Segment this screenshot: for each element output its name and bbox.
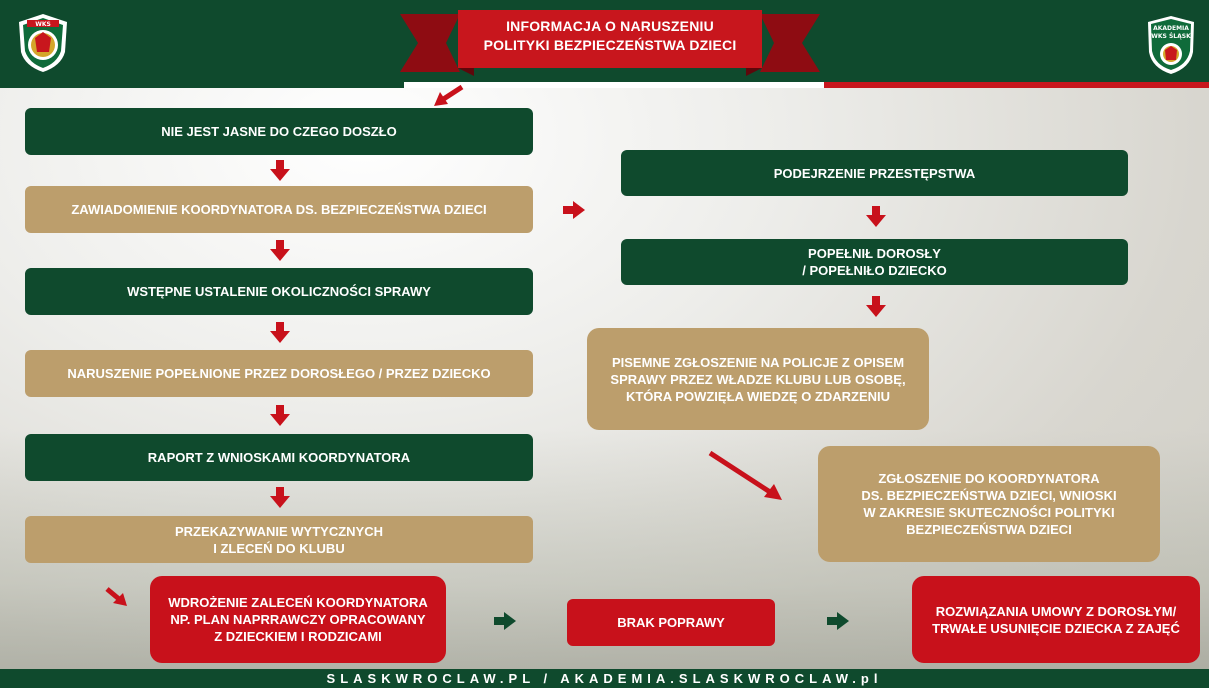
arrow-down-icon xyxy=(270,160,290,181)
box-label-line: WDROŻENIE ZALECEŃ KOORDYNATORA xyxy=(168,595,428,610)
title-line-2: POLITYKI BEZPIECZEŃSTWA DZIECI xyxy=(483,37,737,53)
box-label-line: W ZAKRESIE SKUTECZNOŚCI POLITYKI xyxy=(863,505,1115,520)
box-termination: ROZWIĄZANIA UMOWY Z DOROSŁYM/ TRWAŁE USU… xyxy=(912,576,1200,663)
svg-text:WKS: WKS xyxy=(35,21,51,28)
arrow-right-icon xyxy=(563,201,585,219)
wks-slask-crest-icon: WKS xyxy=(19,14,67,72)
box-unclear-what-happened: NIE JEST JASNE DO CZEGO DOSZŁO xyxy=(25,108,533,155)
svg-text:WKS ŚLĄSK: WKS ŚLĄSK xyxy=(1151,33,1191,40)
box-label-line: I ZLECEŃ DO KLUBU xyxy=(213,540,345,556)
box-implement-recommendations: WDROŻENIE ZALECEŃ KOORDYNATORA NP. PLAN … xyxy=(150,576,446,663)
box-suspected-crime: PODEJRZENIE PRZESTĘPSTWA xyxy=(621,150,1128,196)
header-strip-red xyxy=(824,82,1209,88)
arrow-down-icon xyxy=(866,206,886,227)
title-ribbon xyxy=(400,10,820,76)
footer-text: SLASKWROCLAW.PL / AKADEMIA.SLASKWROCLAW.… xyxy=(326,671,883,686)
box-label-line: BEZPIECZEŃSTWA DZIECI xyxy=(906,522,1072,537)
arrow-down-icon xyxy=(866,296,886,317)
box-label-line: ZGŁOSZENIE DO KOORDYNATORA xyxy=(878,471,1100,486)
arrow-down-icon xyxy=(270,240,290,261)
box-label-line: SPRAWY PRZEZ WŁADZE KLUBU LUB OSOBĘ, xyxy=(610,371,906,387)
footer-urls: SLASKWROCLAW.PL / AKADEMIA.SLASKWROCLAW.… xyxy=(0,669,1209,688)
box-label: WSTĘPNE USTALENIE OKOLICZNOŚCI SPRAWY xyxy=(127,284,431,299)
arrow-down-icon xyxy=(270,487,290,508)
arrow-right-icon xyxy=(494,612,516,630)
box-guidelines-to-club: PRZEKAZYWANIE WYTYCZNYCH I ZLECEŃ DO KLU… xyxy=(25,516,533,563)
box-label: RAPORT Z WNIOSKAMI KOORDYNATORA xyxy=(147,450,411,465)
box-label-line: NP. PLAN NAPRRAWCZY OPRACOWANY xyxy=(170,612,426,627)
arrow-diagonal-down-right-icon xyxy=(105,587,127,606)
box-police-report: PISEMNE ZGŁOSZENIE NA POLICJE Z OPISEM S… xyxy=(587,328,929,430)
box-violation-by-adult-or-child: NARUSZENIE POPEŁNIONE PRZEZ DOROSŁEGO / … xyxy=(25,350,533,397)
box-label-line: TRWAŁE USUNIĘCIE DZIECKA Z ZAJĘĆ xyxy=(932,620,1180,636)
box-label-line: DS. BEZPIECZEŃSTWA DZIECI, WNIOSKI xyxy=(861,488,1117,503)
title-line-1: INFORMACJA O NARUSZENIU xyxy=(506,18,714,34)
header-strip-white xyxy=(404,82,824,88)
arrow-down-icon xyxy=(270,405,290,426)
arrow-down-icon xyxy=(270,322,290,343)
box-notify-coordinator: ZAWIADOMIENIE KOORDYNATORA DS. BEZPIECZE… xyxy=(25,186,533,233)
page-title: INFORMACJA O NARUSZENIU POLITYKI BEZPIEC… xyxy=(480,17,740,55)
box-label: ZAWIADOMIENIE KOORDYNATORA DS. BEZPIECZE… xyxy=(71,202,487,217)
box-committed-by-adult-or-child: POPEŁNIŁ DOROSŁY / POPEŁNIŁO DZIECKO xyxy=(621,239,1128,285)
box-label-line: POPEŁNIŁ DOROSŁY xyxy=(808,246,941,261)
box-no-improvement: BRAK POPRAWY xyxy=(567,599,775,646)
box-label: PODEJRZENIE PRZESTĘPSTWA xyxy=(773,165,976,181)
box-report-to-coordinator: ZGŁOSZENIE DO KOORDYNATORA DS. BEZPIECZE… xyxy=(818,446,1160,562)
box-initial-findings: WSTĘPNE USTALENIE OKOLICZNOŚCI SPRAWY xyxy=(25,268,533,315)
arrow-right-icon xyxy=(827,612,849,630)
box-label: NIE JEST JASNE DO CZEGO DOSZŁO xyxy=(161,124,397,139)
box-label: NARUSZENIE POPEŁNIONE PRZEZ DOROSŁEGO / … xyxy=(67,366,491,381)
akademia-wks-slask-crest-icon: AKADEMIA WKS ŚLĄSK xyxy=(1148,16,1194,74)
arrow-diagonal-down-left-icon xyxy=(434,84,464,106)
box-label-line: Z DZIECKIEM I RODZICAMI xyxy=(214,629,382,644)
arrow-diagonal-down-right-icon xyxy=(708,450,782,500)
box-label-line: PRZEKAZYWANIE WYTYCZNYCH xyxy=(175,523,383,539)
box-label-line: KTÓRA POWZIĘŁA WIEDZĘ O ZDARZENIU xyxy=(625,388,891,404)
box-label-line: ROZWIĄZANIA UMOWY Z DOROSŁYM/ xyxy=(935,603,1177,619)
box-label-line: PISEMNE ZGŁOSZENIE NA POLICJE Z OPISEM xyxy=(611,354,905,370)
svg-text:AKADEMIA: AKADEMIA xyxy=(1153,25,1189,32)
box-label-line: / POPEŁNIŁO DZIECKO xyxy=(802,263,947,278)
box-label: BRAK POPRAWY xyxy=(617,615,725,630)
box-coordinator-report: RAPORT Z WNIOSKAMI KOORDYNATORA xyxy=(25,434,533,481)
